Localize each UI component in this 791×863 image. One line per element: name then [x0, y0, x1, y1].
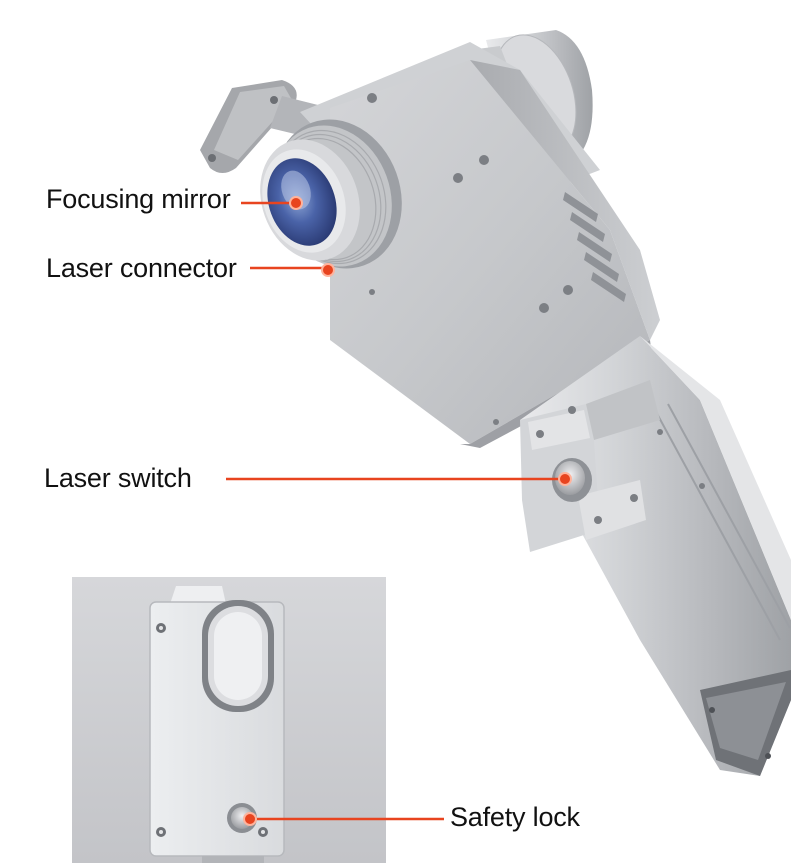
- safety-lock-inset: [72, 577, 386, 863]
- label-laser-switch: Laser switch: [44, 463, 192, 493]
- label-safety-lock: Safety lock: [450, 802, 580, 832]
- callout-focusing-mirror: [241, 196, 303, 210]
- label-laser-connector: Laser connector: [46, 253, 237, 283]
- callout-laser-switch: [226, 472, 572, 486]
- callout-safety-lock: [243, 812, 444, 826]
- callout-laser-connector: [250, 263, 335, 277]
- label-focusing-mirror: Focusing mirror: [46, 184, 231, 214]
- callouts: [226, 196, 572, 826]
- lens-barrel: [260, 119, 402, 269]
